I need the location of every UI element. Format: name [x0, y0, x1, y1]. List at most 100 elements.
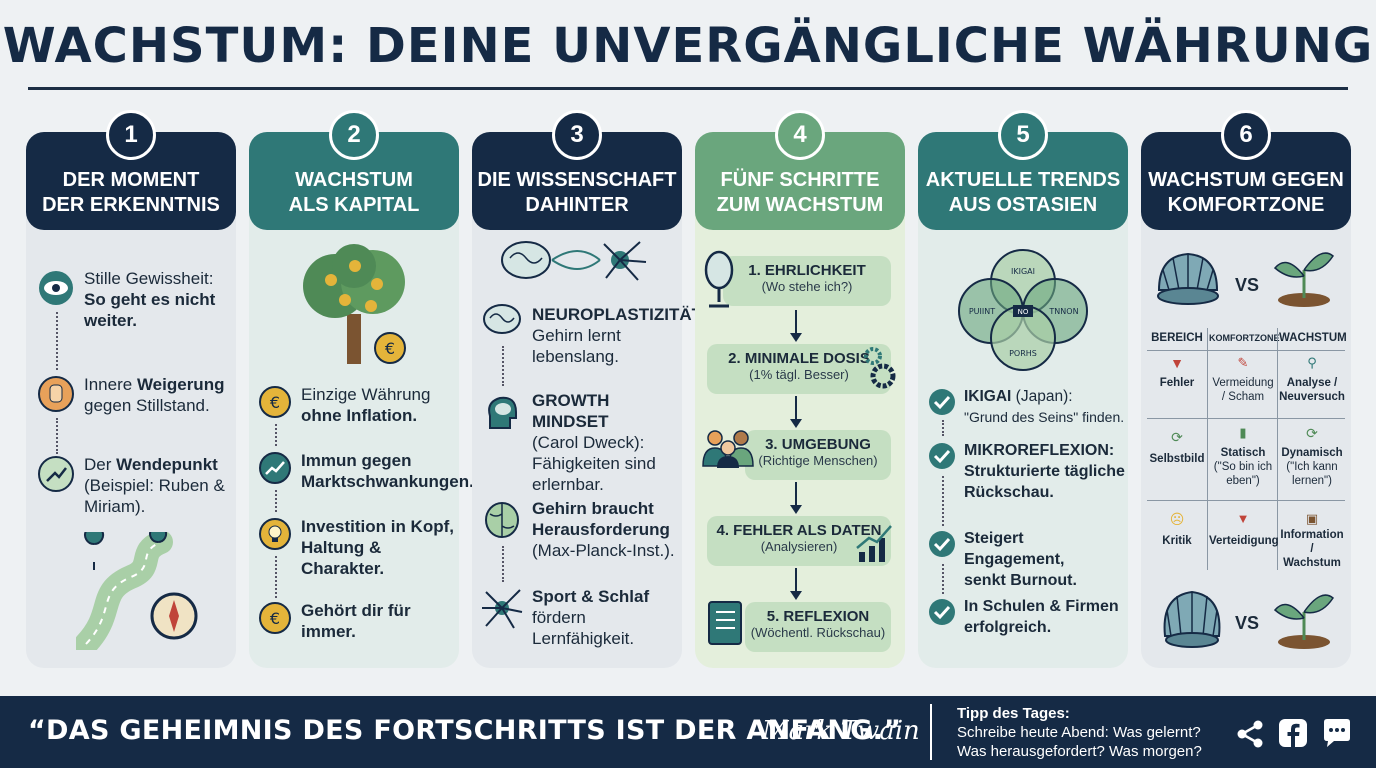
stop-hand-icon [38, 376, 74, 412]
step-number-badge: 2 [329, 110, 379, 160]
table-header: WACHSTUM [1279, 332, 1347, 344]
page-title: WACHSTUM: DEINE UNVERGÄNGLICHE WÄHRUNG [2, 18, 1374, 74]
dotted-connector [942, 476, 944, 526]
eye-icon [39, 271, 73, 305]
check-circle-icon [929, 599, 955, 625]
brain-neuron-icon [501, 241, 647, 281]
share-icon[interactable] [1236, 720, 1264, 748]
facebook-icon[interactable] [1278, 718, 1308, 748]
step-number-badge: 6 [1221, 110, 1271, 160]
brain-icon [485, 502, 519, 538]
header-line-1: WACHSTUM [295, 169, 413, 191]
dotted-connector [56, 418, 58, 454]
dotted-connector [275, 556, 277, 598]
chart-icon: ▮ [1239, 425, 1247, 440]
column-erkenntnis: DER MOMENT DER ERKENNTNIS 1 Stille Gewis… [26, 110, 236, 668]
brain-icon [483, 304, 521, 334]
check-circle-icon [929, 531, 955, 557]
arrow-down [790, 396, 802, 428]
trend-chart-icon [259, 452, 291, 484]
table-row-label: Fehler [1159, 377, 1195, 389]
header-line-1: WACHSTUM GEGEN [1148, 169, 1344, 191]
sprout-icon [1273, 594, 1334, 649]
ikigai-venn-diagram: IKIGAI PUIINT TNNON PORHS NO [958, 249, 1088, 371]
header-line-2: DER ERKENNTNIS [42, 194, 220, 216]
table-header: BEREICH [1151, 332, 1203, 344]
thumb-down-icon: ▼ [1170, 355, 1184, 371]
item-engagement: Steigert Engagement,senkt Burnout. [964, 530, 1077, 589]
refresh-icon: ⟳ [1171, 429, 1183, 445]
header-line-2: KOMFORTZONE [1167, 194, 1325, 216]
neuron-icon [482, 589, 523, 629]
column-komfortzone: WACHSTUM GEGEN KOMFORTZONE 6 VS BEREICH … [1141, 110, 1351, 668]
table-cell: Verteidigung [1209, 535, 1279, 547]
header-line-1: DIE WISSENSCHAFT [477, 169, 677, 191]
growth-chart-icon [856, 525, 892, 562]
winding-road-compass-icon [76, 532, 198, 650]
people-group-icon [702, 430, 754, 468]
sad-face-icon: ☹ [1169, 511, 1185, 527]
step-ehrlichkeit: 1. EHRLICHKEIT(Wo stehe ich?) [723, 256, 891, 306]
refresh-icon: ⟳ [1306, 425, 1318, 441]
check-circle-icon [929, 443, 955, 469]
tip-line: Schreibe heute Abend: Was gelernt? [957, 724, 1201, 741]
vs-label: VS [1235, 275, 1260, 295]
head-lightbulb-icon [259, 518, 291, 550]
table-row-label: Selbstbild [1149, 453, 1205, 465]
venn-label-right: TNNON [1048, 307, 1078, 316]
title-divider [28, 87, 1348, 90]
header-line-2: ALS KAPITAL [288, 194, 420, 216]
chat-bubble-icon[interactable] [1320, 716, 1354, 750]
step-minimale-dosis: 2. MINIMALE DOSIS(1% tägl. Besser) [707, 344, 891, 394]
header-line-2: DAHINTER [525, 194, 629, 216]
vs-label: VS [1235, 613, 1260, 633]
dotted-connector [942, 420, 944, 436]
item-growth-mindset: GROWTH MINDSET(Carol Dweck):Fähigkeiten … [532, 391, 656, 494]
journal-icon [708, 601, 742, 645]
step-number-badge: 4 [775, 110, 825, 160]
euro-coin-icon: € [259, 602, 291, 634]
quote-author: Mark Twain [762, 716, 920, 746]
euro-coin-icon: € [259, 386, 291, 418]
dotted-connector [942, 564, 944, 594]
step-number-badge: 1 [106, 110, 156, 160]
mirror-icon [704, 250, 734, 308]
column-fuenf-schritte: FÜNF SCHRITTE ZUM WACHSTUM 4 1. EHRLICHK… [695, 110, 905, 668]
step-umgebung: 3. UMGEBUNG(Richtige Menschen) [745, 430, 891, 480]
quote-text: “DAS GEHEIMNIS DES FORTSCHRITTS IST DER … [28, 715, 902, 746]
head-brain-icon [488, 396, 517, 429]
column-kapital: WACHSTUM ALS KAPITAL 2 € € Einzige Währu… [249, 110, 474, 668]
magnifier-icon: ⚲ [1307, 355, 1317, 370]
gears-icon [864, 347, 896, 389]
dotted-connector [56, 312, 58, 370]
arrow-down [790, 482, 802, 514]
header-line-2: AUS OSTASIEN [948, 194, 1098, 216]
table-cell: Information /Wachstum [1280, 529, 1344, 569]
venn-label-top: IKIGAI [1011, 267, 1035, 276]
table-row-label: Kritik [1162, 535, 1192, 547]
money-tree-icon: € [303, 244, 406, 364]
shell-icon [1163, 590, 1221, 648]
header-line-1: AKTUELLE TRENDS [925, 169, 1121, 191]
tip-line: Was herausgefordert? Was morgen? [957, 743, 1202, 760]
venn-label-left: PUIINT [969, 307, 995, 316]
column-wissenschaft: DIE WISSENSCHAFT DAHINTER 3 NEUROPLASTIZ… [472, 110, 706, 668]
briefcase-icon: ▣ [1305, 511, 1319, 526]
sprout-icon [1273, 252, 1334, 307]
step-number-badge: 5 [998, 110, 1048, 160]
check-circle-icon [929, 389, 955, 415]
step-reflexion: 5. REFLEXION(Wöchentl. Rückschau) [745, 602, 891, 652]
step-number-badge: 3 [552, 110, 602, 160]
shell-icon [1157, 252, 1219, 305]
